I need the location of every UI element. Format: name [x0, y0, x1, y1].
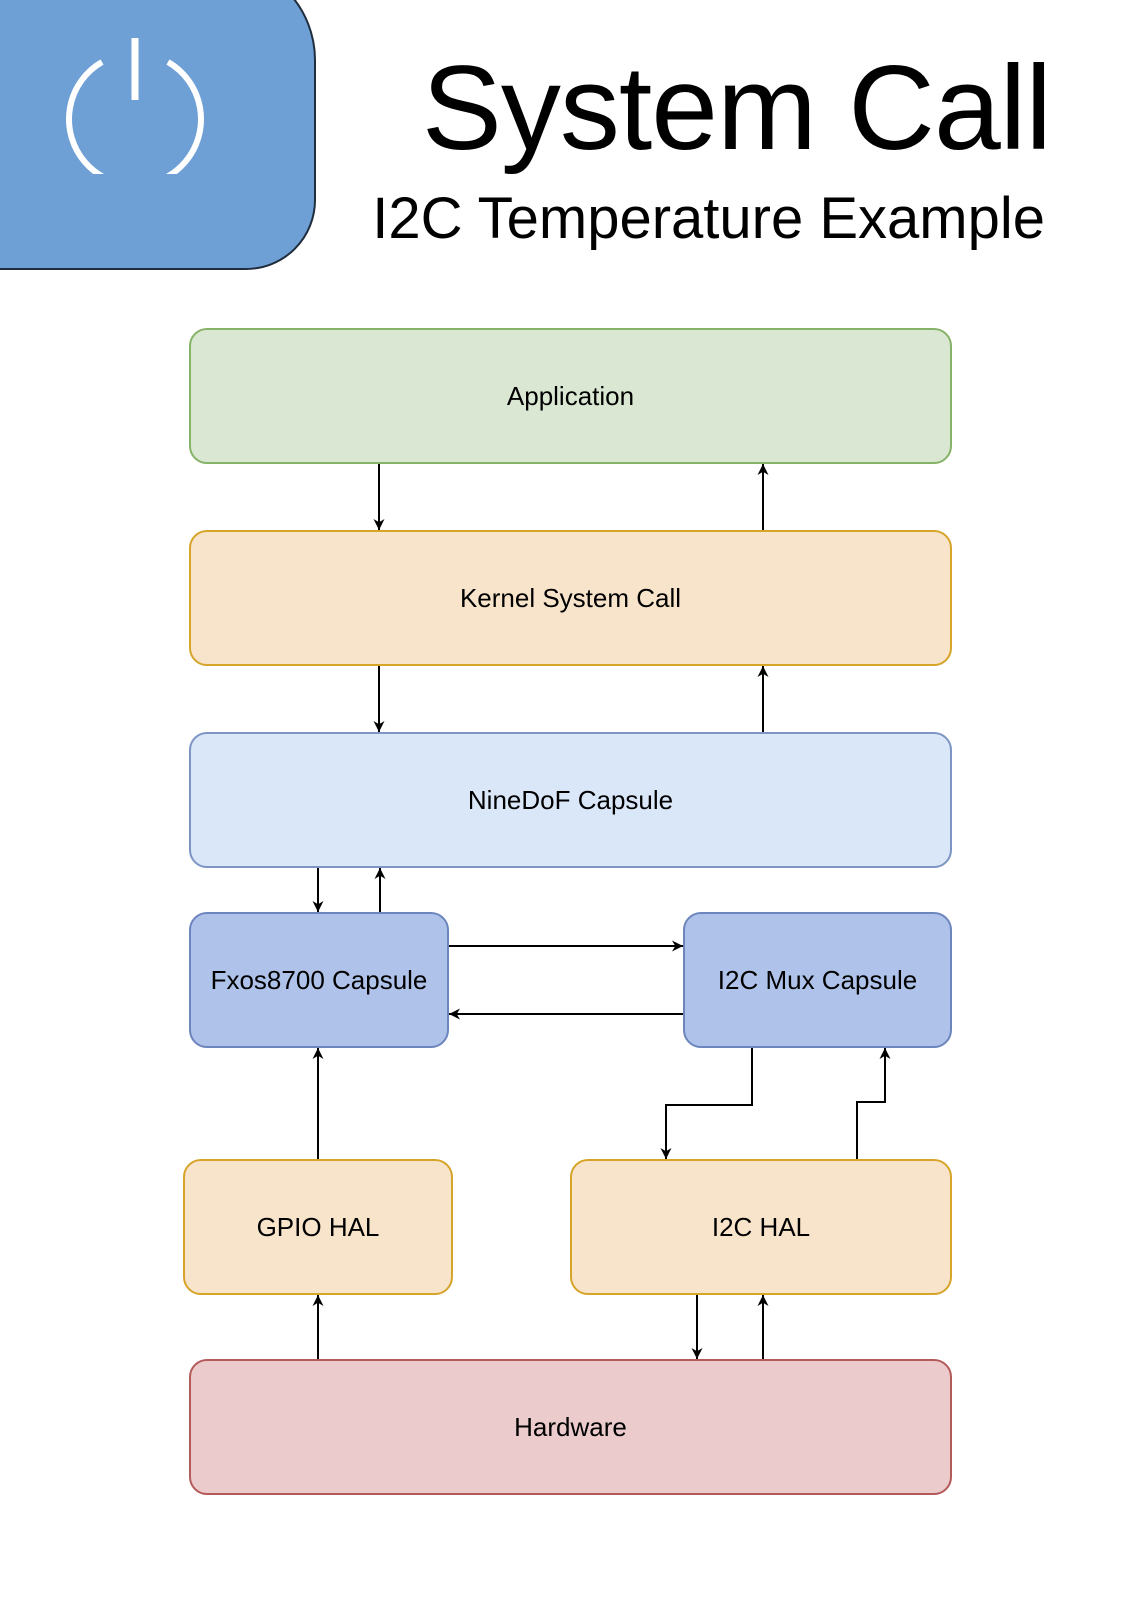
- node-i2c-hal: I2C HAL: [570, 1159, 952, 1295]
- node-label: GPIO HAL: [256, 1211, 380, 1242]
- node-label: Kernel System Call: [459, 582, 682, 613]
- node-ninedof-capsule: NineDoF Capsule: [189, 732, 952, 868]
- page-subtitle: I2C Temperature Example: [372, 186, 1045, 251]
- page-title: System Call: [421, 41, 1052, 175]
- node-label: Hardware: [514, 1411, 627, 1442]
- node-gpio-hal: GPIO HAL: [183, 1159, 453, 1295]
- edge-mux-to-i2chal: [660, 1048, 753, 1159]
- node-fxos8700-capsule: Fxos8700 Capsule: [189, 912, 449, 1048]
- node-label: I2C HAL: [711, 1211, 811, 1242]
- edge-i2chal-to-mux: [856, 1048, 891, 1159]
- node-label: I2C Mux Capsule: [717, 964, 918, 995]
- node-label: Application: [506, 380, 635, 411]
- logo-tab: [0, 0, 316, 270]
- node-i2c-mux-capsule: I2C Mux Capsule: [683, 912, 952, 1048]
- node-label: NineDoF Capsule: [467, 784, 674, 815]
- node-label: Fxos8700 Capsule: [210, 964, 428, 995]
- power-icon: [66, 38, 204, 174]
- node-application: Application: [189, 328, 952, 464]
- node-kernel-system-call: Kernel System Call: [189, 530, 952, 666]
- node-hardware: Hardware: [189, 1359, 952, 1495]
